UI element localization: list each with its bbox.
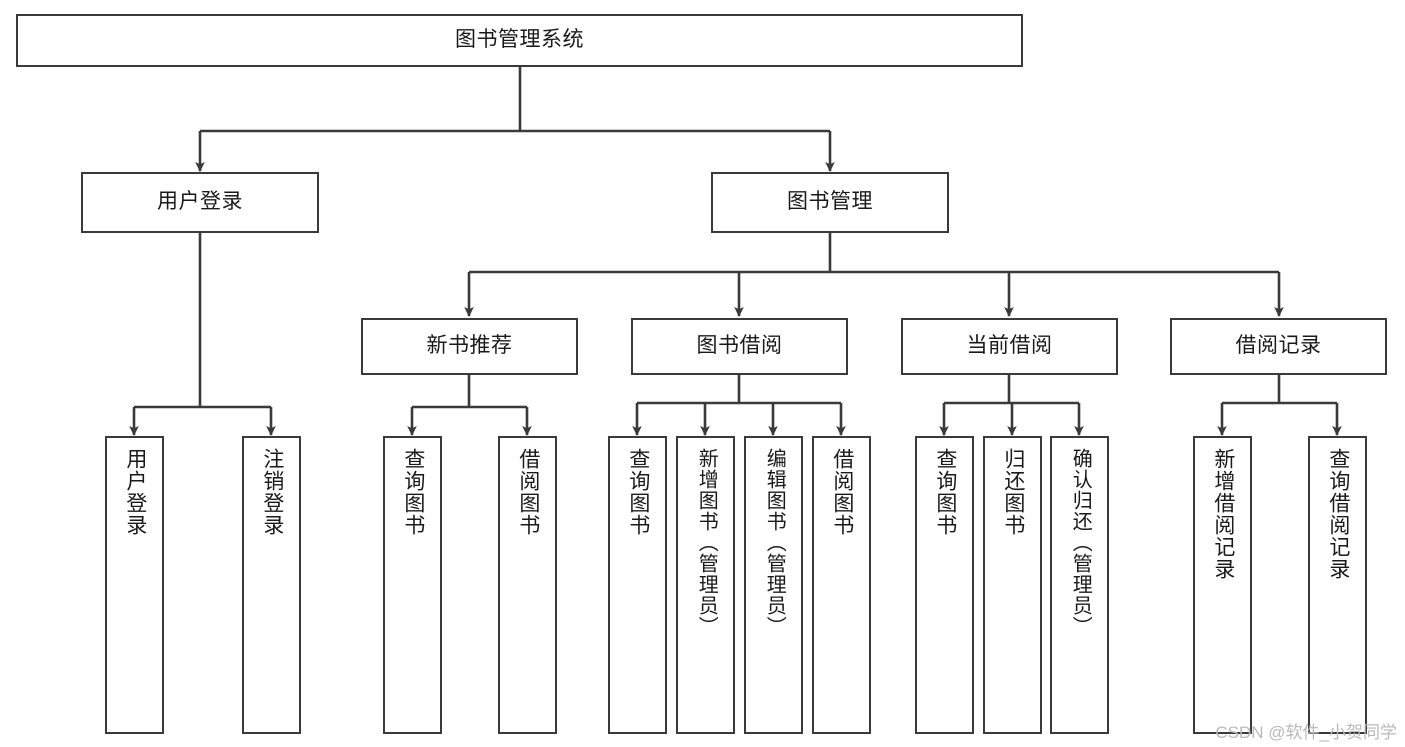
node-label: 借阅记录 — [1235, 334, 1322, 358]
node-label: 图书管理 — [787, 190, 873, 214]
leaf-user-login[interactable]: 用户登录 — [105, 436, 164, 734]
leaf-query-book-borrowing[interactable]: 查询图书 — [608, 436, 667, 734]
leaf-confirm-return-admin[interactable]: 确认归还（管理员） — [1050, 436, 1109, 734]
node-borrowing-records[interactable]: 借阅记录 — [1170, 318, 1387, 375]
node-label: 注销登录 — [260, 448, 284, 536]
leaf-logout[interactable]: 注销登录 — [242, 436, 301, 734]
node-label: 查询图书 — [626, 448, 650, 536]
node-label: 图书借阅 — [696, 334, 783, 358]
leaf-borrow-book[interactable]: 借阅图书 — [812, 436, 871, 734]
leaf-borrow-book-new-recommendation[interactable]: 借阅图书 — [498, 436, 557, 734]
csdn-watermark: CSDN @软件_小贺同学 — [1215, 723, 1397, 742]
leaf-edit-book-admin[interactable]: 编辑图书（管理员） — [744, 436, 803, 734]
node-label: 当前借阅 — [966, 334, 1053, 358]
node-label: 查询图书 — [401, 448, 425, 536]
node-label: 确认归还（管理员） — [1069, 448, 1092, 637]
node-label: 编辑图书（管理员） — [763, 448, 786, 637]
leaf-query-borrowing-record[interactable]: 查询借阅记录 — [1308, 436, 1367, 734]
node-book-borrowing[interactable]: 图书借阅 — [631, 318, 848, 375]
node-label: 新增借阅记录 — [1211, 448, 1235, 580]
node-label: 新书推荐 — [426, 334, 513, 358]
leaf-query-book-new-recommendation[interactable]: 查询图书 — [383, 436, 442, 734]
leaf-add-borrowing-record[interactable]: 新增借阅记录 — [1193, 436, 1252, 734]
node-label: 新增图书（管理员） — [695, 448, 718, 637]
node-label: 查询借阅记录 — [1326, 448, 1350, 580]
leaf-query-book-current[interactable]: 查询图书 — [915, 436, 974, 734]
node-label: 用户登录 — [157, 190, 243, 214]
node-book-management[interactable]: 图书管理 — [711, 172, 949, 233]
node-new-book-recommendation[interactable]: 新书推荐 — [361, 318, 578, 375]
node-root-book-management-system[interactable]: 图书管理系统 — [16, 14, 1023, 67]
node-label: 查询图书 — [933, 448, 957, 536]
node-user-login[interactable]: 用户登录 — [81, 172, 319, 233]
leaf-return-book[interactable]: 归还图书 — [983, 436, 1042, 734]
leaf-add-book-admin[interactable]: 新增图书（管理员） — [676, 436, 735, 734]
node-label: 图书管理系统 — [455, 28, 584, 52]
node-label: 用户登录 — [123, 448, 147, 536]
node-current-borrowing[interactable]: 当前借阅 — [901, 318, 1118, 375]
node-label: 借阅图书 — [516, 448, 540, 536]
node-label: 归还图书 — [1001, 448, 1025, 536]
node-label: 借阅图书 — [830, 448, 854, 536]
